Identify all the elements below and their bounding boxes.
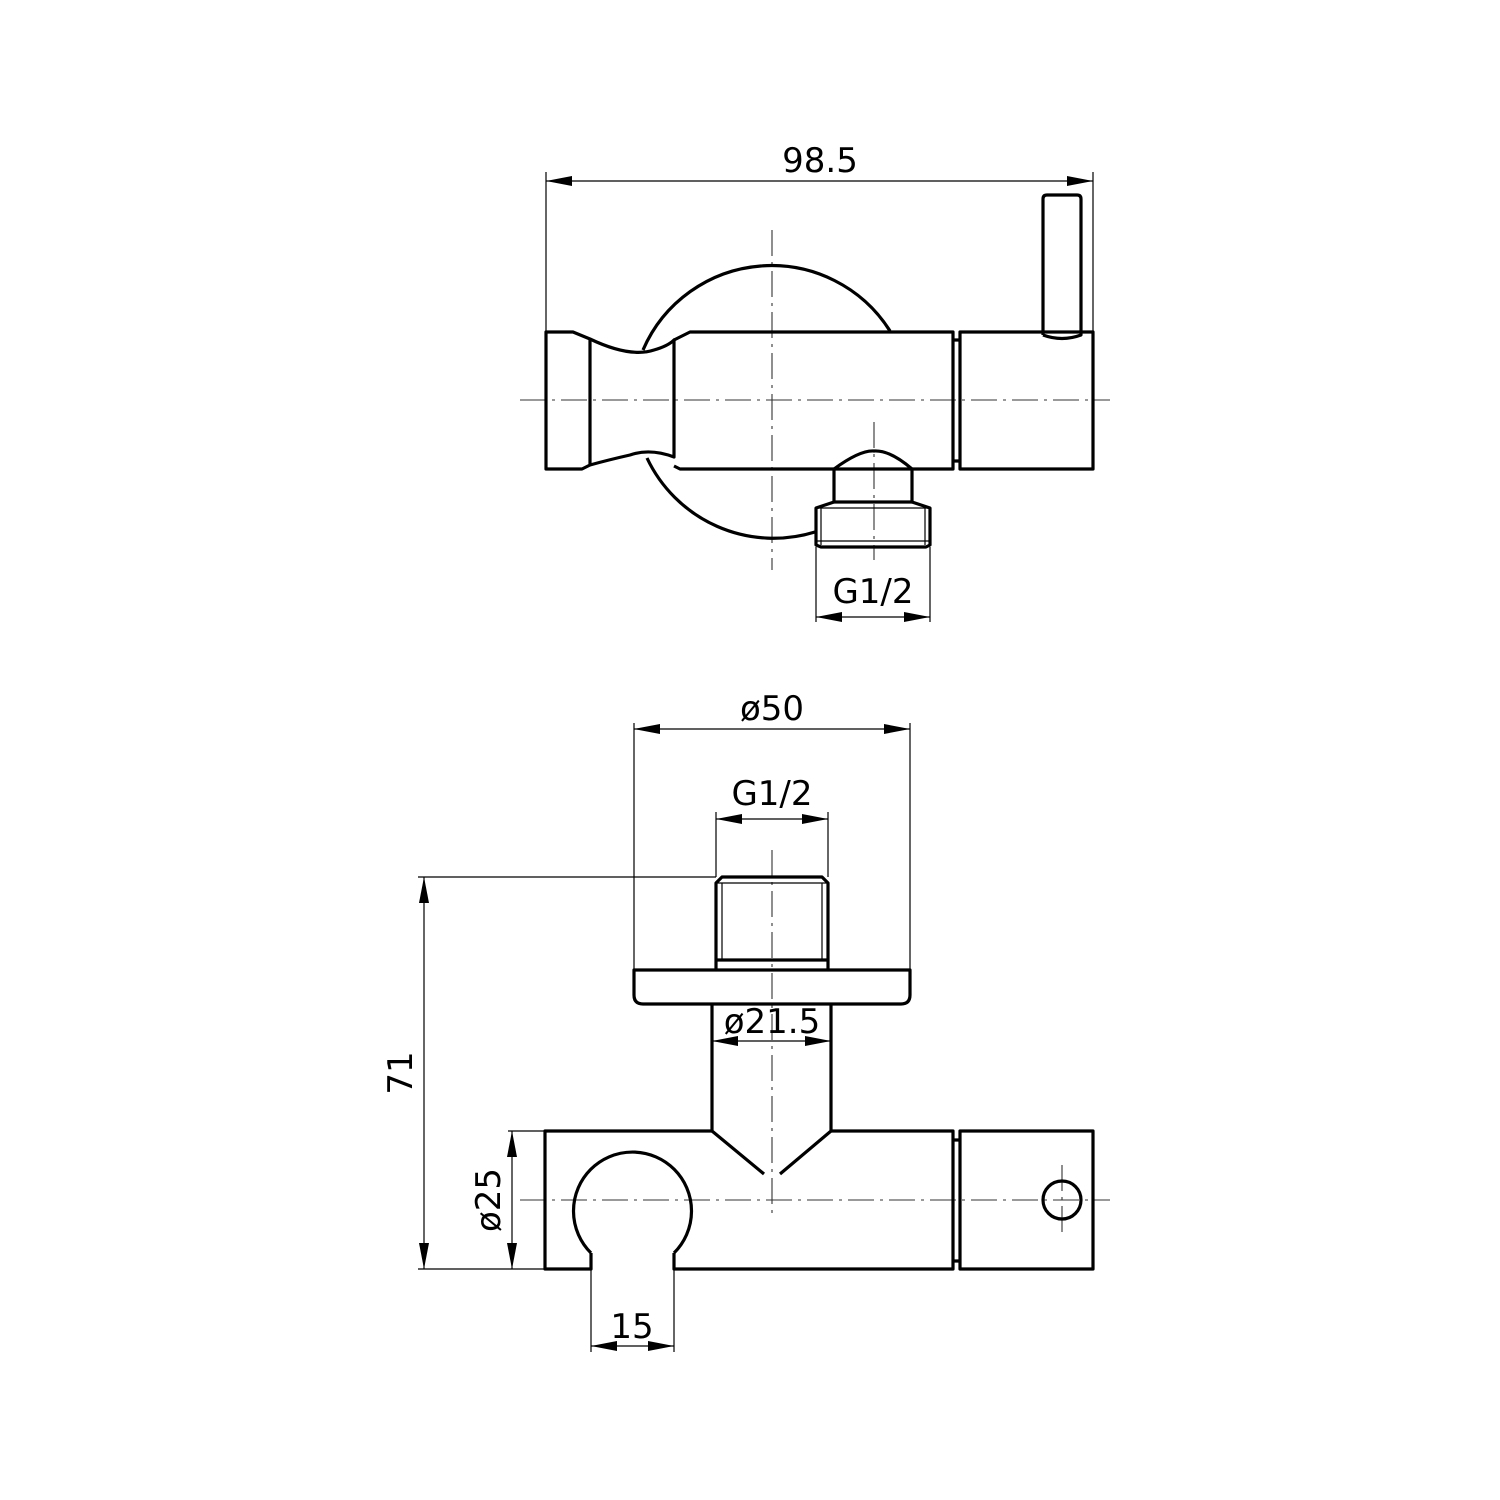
dimension-overall-height: 71 [381,876,716,1270]
front-view: ø50 G1/2 ø21.5 71 [381,689,1110,1352]
arrow-icon [716,814,742,824]
dimension-label: 98.5 [782,141,858,181]
dimension-flange-diameter: ø50 [633,689,911,970]
dimension-label: 71 [381,1051,421,1094]
dimension-slot-width: 15 [590,1269,675,1352]
arrow-icon [816,612,842,622]
dimension-inlet-thread: G1/2 [715,774,829,877]
outlet-thread [814,500,932,549]
arrow-icon [712,1036,738,1046]
dimension-outlet-thread: G1/2 [815,547,931,622]
main-body [673,330,955,471]
top-view: 98.5 G1/2 [520,141,1110,622]
arrow-icon [802,814,828,824]
handle-body [958,1129,1095,1271]
flange-arc-top [641,264,892,351]
arrow-icon [884,724,910,734]
wall-flange [632,968,912,1006]
dimension-label: G1/2 [731,774,812,814]
outlet-boss [832,449,914,504]
arrow-icon [648,1341,674,1351]
arrow-icon [634,724,660,734]
dimension-stem-diameter: ø21.5 [712,1002,831,1046]
dimension-body-diameter: ø25 [469,1130,545,1269]
arrow-icon [1067,176,1093,186]
lever-hole [1041,1179,1083,1221]
handle-lever [1041,193,1083,341]
arrow-icon [419,1243,429,1269]
arrow-icon [507,1131,517,1157]
dimension-label: ø50 [740,689,804,729]
flange-arc-bottom [645,457,816,540]
arrow-icon [546,176,572,186]
main-body-right [672,1129,955,1271]
arrow-icon [904,612,930,622]
arrow-icon [805,1036,831,1046]
dimension-label: G1/2 [832,572,913,612]
dimension-overall-width: 98.5 [545,141,1094,332]
hose-slot [571,1150,694,1255]
arrow-icon [419,877,429,903]
inlet-thread [714,875,830,970]
arrow-icon [507,1243,517,1269]
handle-body [958,330,1095,471]
hose-holder-neck [589,337,676,467]
dimension-label: ø21.5 [724,1002,821,1042]
dimension-label: ø25 [469,1168,509,1232]
arrow-icon [591,1341,617,1351]
dimension-label: 15 [610,1307,653,1347]
